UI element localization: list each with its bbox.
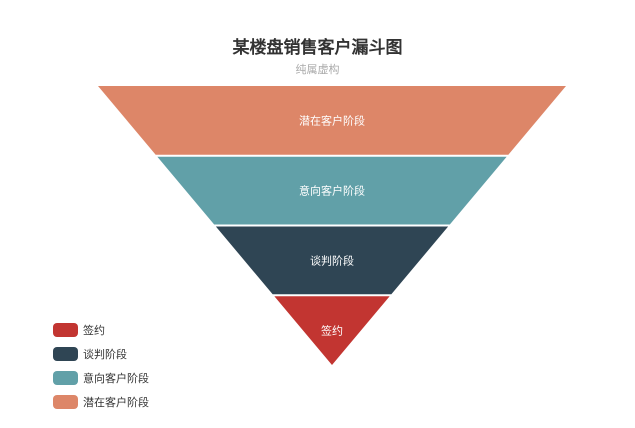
legend-label-negotiation: 谈判阶段	[83, 348, 127, 361]
legend-swatch-potential	[53, 395, 78, 409]
chart-subtitle: 纯属虚构	[295, 63, 340, 76]
funnel-label-potential: 潜在客户阶段	[299, 113, 365, 127]
legend-swatch-signed	[53, 323, 78, 337]
funnel-segment-potential[interactable]	[98, 86, 566, 155]
legend-item-intent[interactable]: 意向客户阶段	[53, 370, 149, 386]
legend-label-signed: 签约	[83, 324, 105, 337]
legend-label-potential: 潜在客户阶段	[83, 396, 149, 409]
legend-item-negotiation[interactable]: 谈判阶段	[53, 346, 149, 362]
legend-swatch-negotiation	[53, 347, 78, 361]
legend-item-potential[interactable]: 潜在客户阶段	[53, 394, 149, 410]
funnel-label-signed: 签约	[321, 324, 343, 338]
chart-title: 某楼盘销售客户漏斗图	[232, 38, 403, 58]
funnel-segment-negotiation[interactable]	[215, 226, 449, 295]
funnel-label-negotiation: 谈判阶段	[310, 253, 354, 267]
legend-swatch-intent	[53, 371, 78, 385]
funnel-segment-signed[interactable]	[274, 296, 390, 365]
legend: 签约 谈判阶段 意向客户阶段 潜在客户阶段	[53, 322, 149, 418]
funnel-segment-intent[interactable]	[157, 156, 507, 225]
funnel-label-intent: 意向客户阶段	[299, 184, 365, 198]
legend-label-intent: 意向客户阶段	[83, 372, 149, 385]
legend-item-signed[interactable]: 签约	[53, 322, 149, 338]
